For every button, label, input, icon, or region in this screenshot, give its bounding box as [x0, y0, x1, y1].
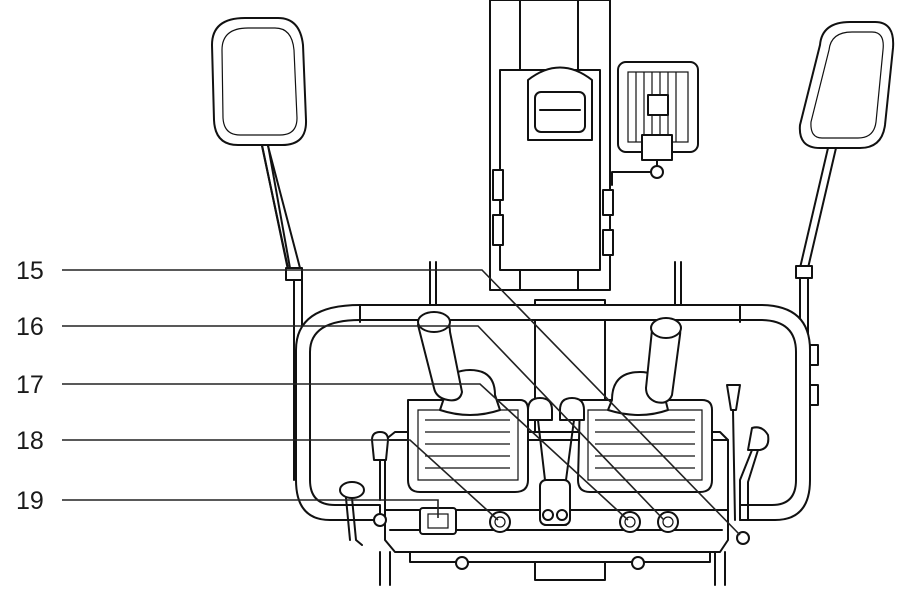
callout-leaders [62, 269, 741, 536]
callout-label-18: 18 [16, 427, 44, 455]
right-side-levers [726, 384, 770, 521]
left-travel-pedal [211, 17, 308, 481]
callout-label-17: 17 [16, 371, 44, 399]
callout-leader-18 [62, 439, 499, 521]
callout-leader-17 [62, 383, 629, 521]
callout-leader-16 [62, 325, 665, 521]
callout-leader-15 [62, 269, 741, 536]
callout-label-16: 16 [16, 313, 44, 341]
callout-label-15: 15 [16, 257, 44, 285]
right-joystick [577, 317, 713, 493]
center-levers [527, 397, 585, 526]
work-light [611, 61, 699, 186]
callout-label-19: 19 [16, 487, 44, 515]
callout-labels: 15 16 17 18 19 [16, 257, 44, 515]
left-joystick [407, 311, 529, 493]
safety-frame [295, 261, 819, 521]
left-side-levers [339, 431, 389, 546]
callout-leader-19 [62, 499, 439, 518]
